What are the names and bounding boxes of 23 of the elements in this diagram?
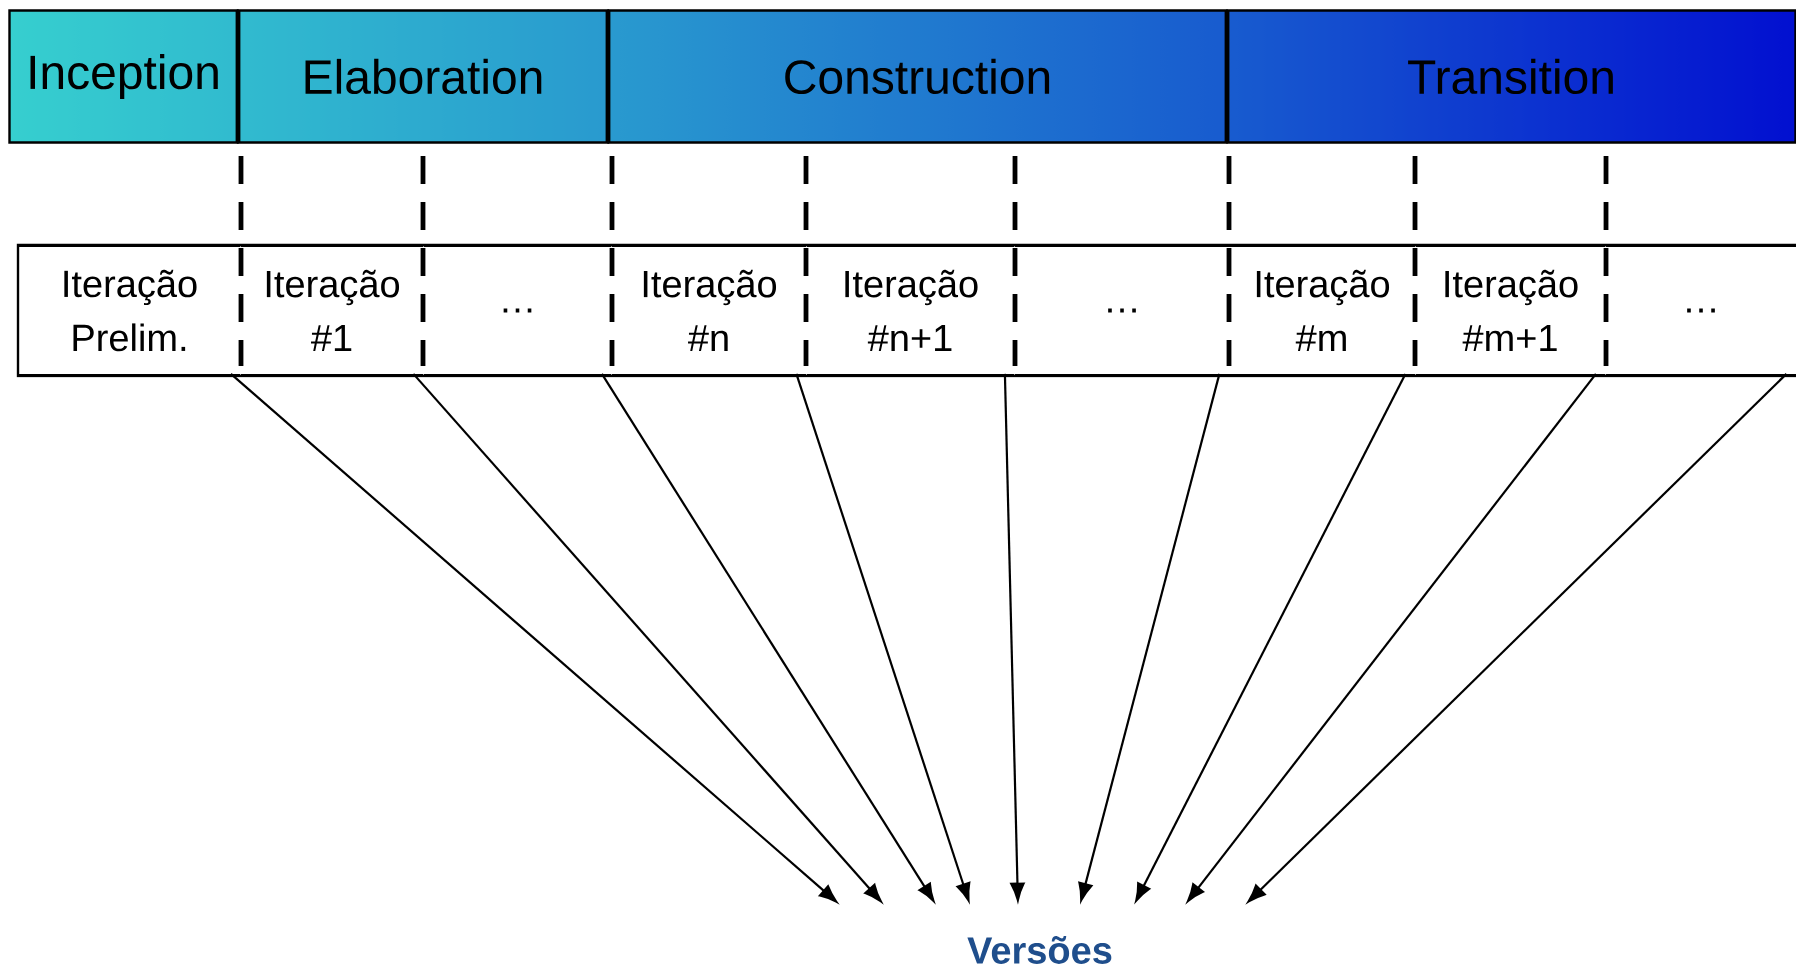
iteration-cell: Iteração #m+1: [1415, 245, 1606, 376]
arrow: [1187, 373, 1597, 902]
phase-box: Construction: [607, 9, 1228, 144]
iteration-cell: Iteração #1: [241, 245, 423, 376]
iteration-cell: …: [1015, 245, 1229, 376]
arrow: [795, 373, 971, 902]
arrow: [1078, 373, 1221, 902]
arrow: [1247, 373, 1788, 903]
iteration-cell: Iteração #m: [1229, 245, 1415, 376]
versions-label: Versões: [967, 936, 1112, 964]
phase-box: Inception: [8, 9, 239, 144]
iteration-cell: Iteração #n+1: [806, 245, 1015, 376]
iteration-cell: …: [1606, 245, 1796, 376]
iteration-cell: Iteração Prelim.: [18, 245, 241, 376]
arrow: [230, 373, 838, 903]
arrow: [600, 373, 935, 902]
phase-box: Transition: [1226, 9, 1796, 144]
arrow: [1135, 373, 1407, 902]
iteration-cell: Iteração #n: [612, 245, 806, 376]
arrow: [1003, 373, 1025, 902]
iteration-cell: …: [423, 245, 612, 376]
phase-box: Elaboration: [236, 9, 610, 144]
arrow: [412, 373, 882, 903]
